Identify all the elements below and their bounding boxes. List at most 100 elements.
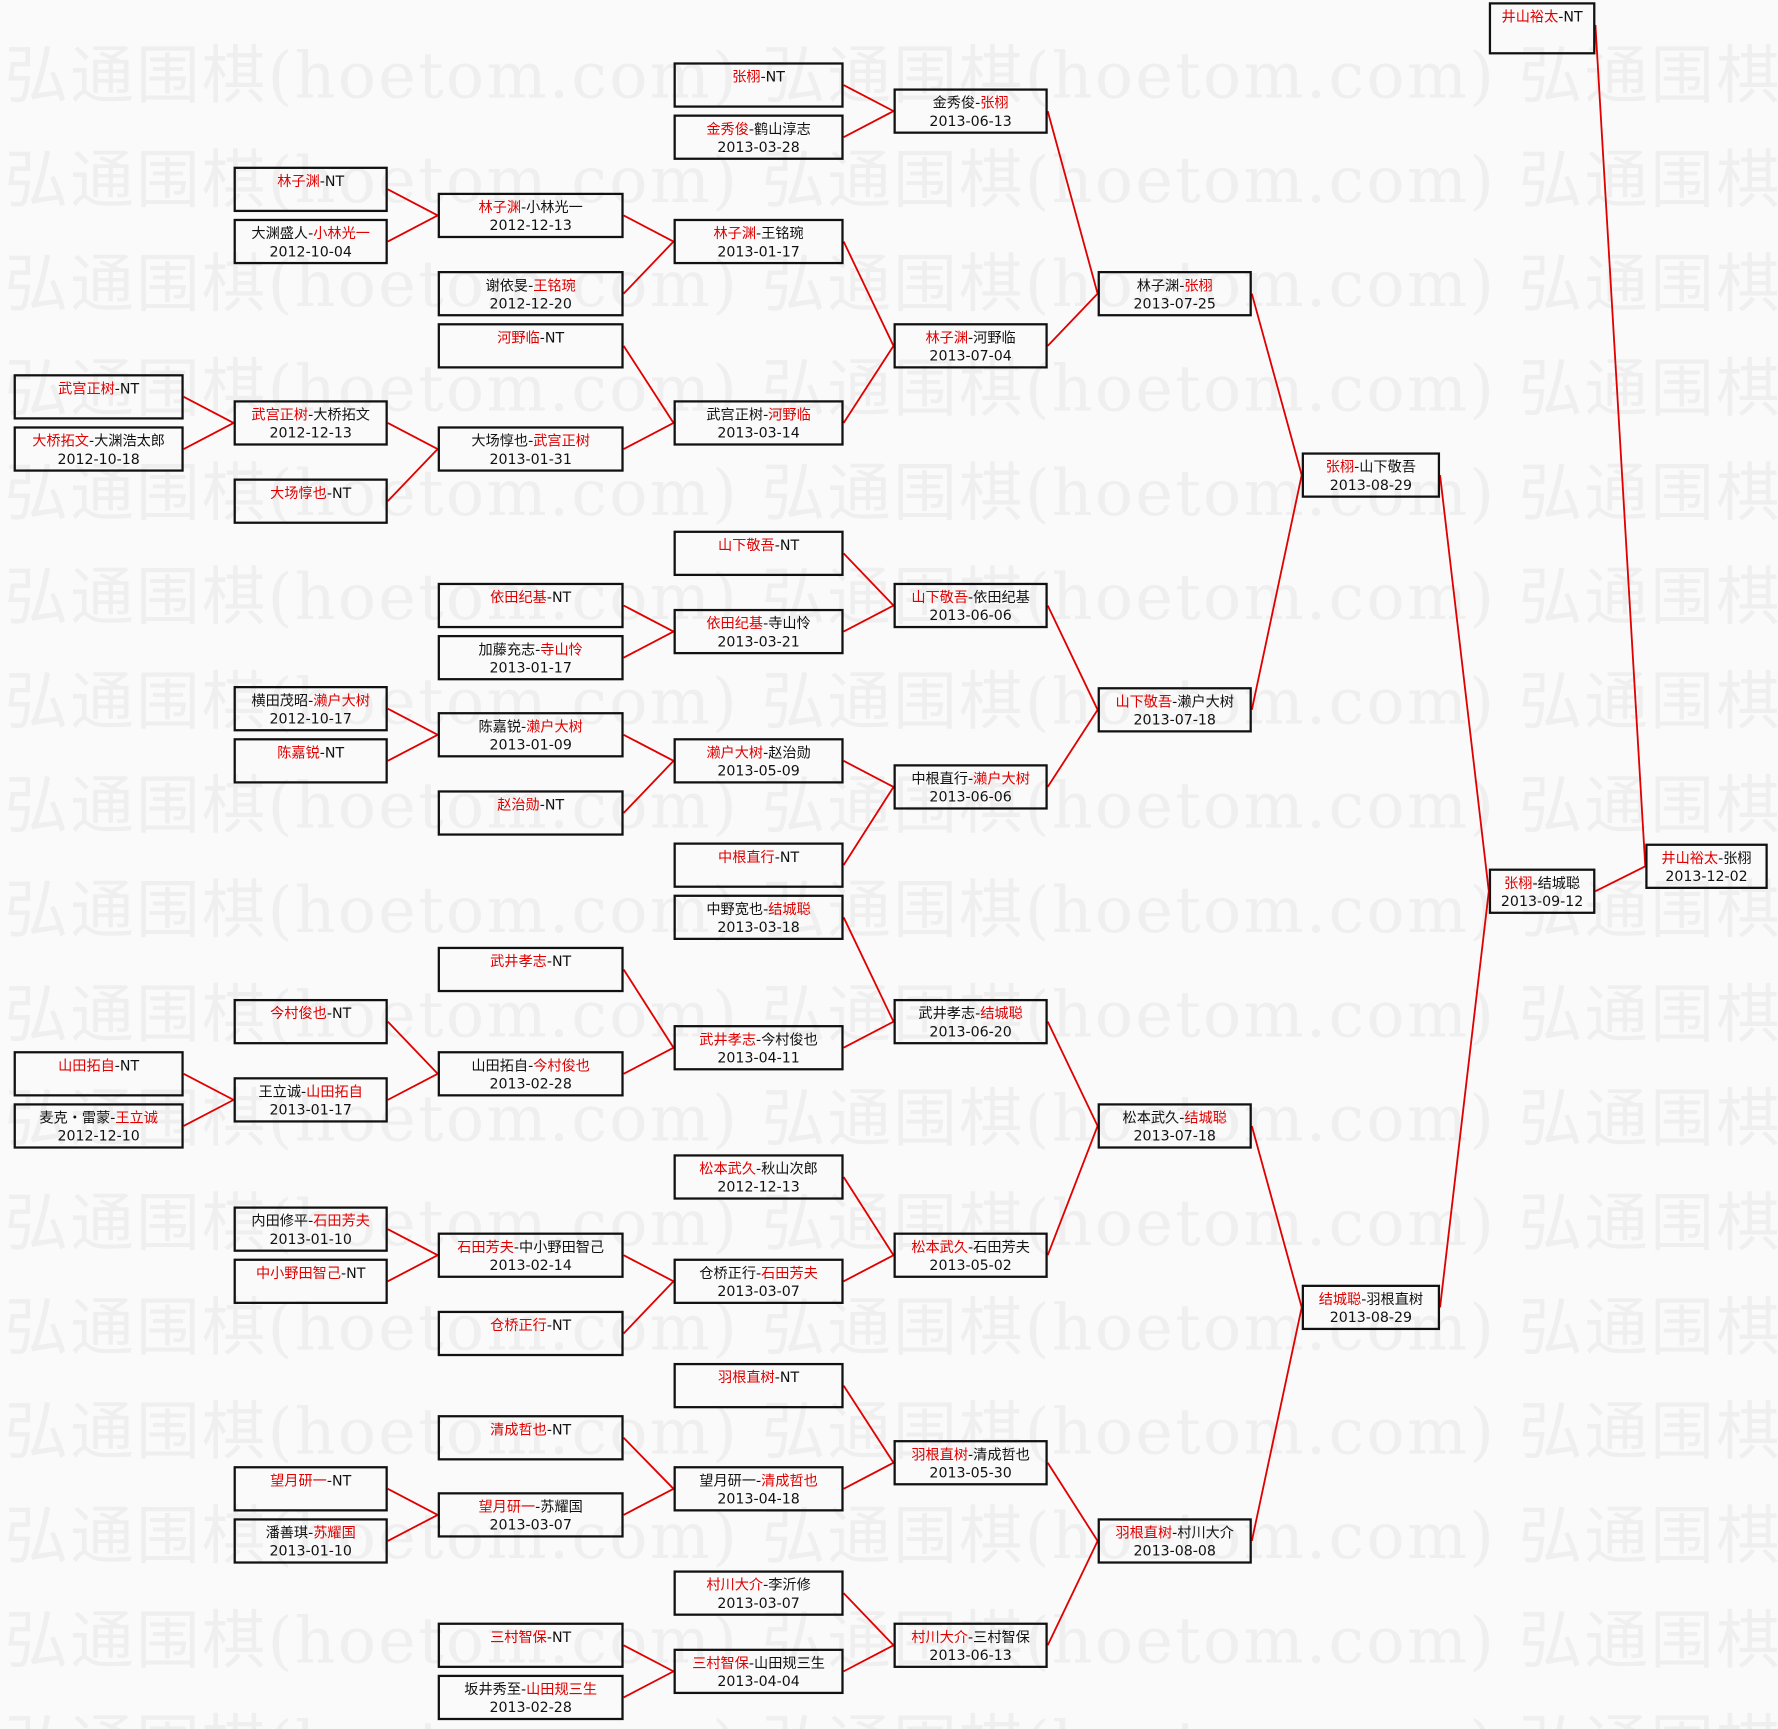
match-box[interactable]: 中根直行-NT xyxy=(673,842,844,888)
match-date: 2013-01-17 xyxy=(717,242,800,260)
match-box[interactable]: 今村俊也-NT xyxy=(233,998,388,1045)
match-box[interactable]: 井山裕太-NT xyxy=(1488,2,1596,55)
player-name: 大渊浩太郎 xyxy=(94,432,166,450)
match-box[interactable]: 武宫正树-NT xyxy=(13,374,184,420)
connector-line xyxy=(623,422,674,450)
match-box[interactable]: 山田拓自-NT xyxy=(13,1051,184,1097)
match-box[interactable]: 赵治勋-NT xyxy=(437,790,624,836)
match-date: 2013-03-21 xyxy=(717,632,800,650)
connector-line xyxy=(842,1385,895,1464)
match-box[interactable]: 三村智保-NT xyxy=(437,1622,624,1668)
winner-name: 村川大介 xyxy=(911,1628,969,1646)
match-players: 山下敬吾-NT xyxy=(718,536,799,553)
match-box[interactable]: 武井孝志-NT xyxy=(437,946,624,993)
match-box[interactable]: 中小野田智己-NT xyxy=(233,1258,388,1304)
match-box[interactable]: 羽根直树-NT xyxy=(673,1362,844,1409)
watermark-row: 弘通围棋(hoetom.com) 弘通围棋(hoetom.com) 弘通围棋(h… xyxy=(4,1082,1778,1157)
winner-name: 羽根直树 xyxy=(1115,1523,1173,1541)
winner-name: 三村智保 xyxy=(490,1628,547,1646)
separator: - xyxy=(1532,874,1538,892)
winner-name: 山下敬吾 xyxy=(718,536,775,554)
match-box[interactable]: 依田纪基-NT xyxy=(437,582,624,629)
match-box[interactable]: 清成哲也-NT xyxy=(437,1415,624,1461)
match-players: 中小野田智己-NT xyxy=(256,1264,365,1281)
match-box[interactable]: 山下敬吾-NT xyxy=(673,530,844,577)
match-box[interactable]: 林子渊-NT xyxy=(233,166,388,213)
separator: - xyxy=(114,379,120,397)
match-date: 2013-03-07 xyxy=(717,1282,800,1300)
winner-name: 中根直行 xyxy=(718,848,775,866)
connector-line xyxy=(1046,1540,1099,1646)
winner-name: 结城聪 xyxy=(768,900,811,918)
match-players: 望月研一-NT xyxy=(270,1472,351,1489)
match-box[interactable]: 大场惇也-NT xyxy=(233,478,388,524)
match-box[interactable]: 河野临-NT xyxy=(437,323,624,369)
player-name: 鹤山淳志 xyxy=(754,120,811,138)
separator: - xyxy=(1718,849,1724,867)
match-box[interactable]: 望月研一-NT xyxy=(233,1466,388,1512)
winner-name: 王铭琬 xyxy=(533,276,576,294)
match-box[interactable]: 张栩-NT xyxy=(673,62,844,108)
match-players: 武宫正树-河野临 xyxy=(706,406,810,423)
winner-name: 武井孝志 xyxy=(490,952,547,970)
separator: - xyxy=(88,432,95,450)
separator: - xyxy=(774,1368,780,1386)
match-players: 武井孝志-结城聪 xyxy=(918,1005,1022,1022)
player-name: 三村智保 xyxy=(973,1628,1030,1646)
connector-line xyxy=(1594,24,1647,867)
connector-line xyxy=(623,1254,674,1283)
match-players: 中野宽也-结城聪 xyxy=(706,900,810,917)
match-box[interactable]: 仓桥正行-NT xyxy=(437,1310,624,1357)
match-box[interactable]: 陈嘉锐-NT xyxy=(233,738,388,784)
match-players: 武宫正树-大桥拓文 xyxy=(251,406,370,423)
match-players: 张栩-山下敬吾 xyxy=(1326,458,1416,475)
match-players: 陈嘉锐-濑户大树 xyxy=(478,718,582,735)
